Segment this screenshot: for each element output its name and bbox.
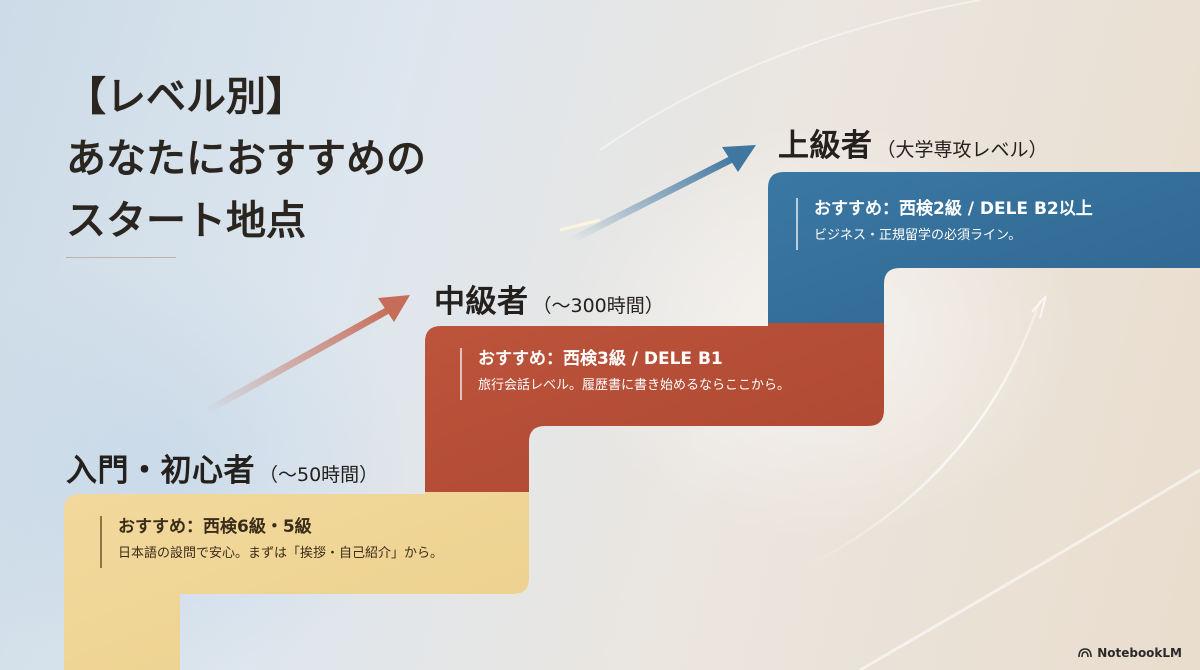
- level-description: 日本語の設問で安心。まずは「挨拶・自己紹介」から。: [118, 546, 444, 561]
- slide-title: 【レベル別】 あなたにおすすめの スタート地点: [66, 66, 426, 252]
- intermediate-card: [425, 323, 884, 492]
- level-name: 中級者: [434, 284, 529, 320]
- intermediate-card-text: おすすめ：西検3級 / DELE B1 旅行会話レベル。履歴書に書き始めるならこ…: [460, 346, 791, 400]
- advanced-card: [768, 172, 1200, 323]
- level-description: 旅行会話レベル。履歴書に書き始めるならここから。: [478, 378, 791, 393]
- progress-arrow: [201, 295, 410, 416]
- title-line: 【レベル別】: [66, 73, 306, 120]
- level-heading-advanced: 上級者（大学専攻レベル）: [778, 120, 1048, 165]
- beginner-card-text: おすすめ：西検6級・5級 日本語の設問で安心。まずは「挨拶・自己紹介」から。: [100, 514, 444, 568]
- recommendation: おすすめ：西検3級 / DELE B1: [478, 349, 723, 369]
- advanced-card-text: おすすめ：西検2級 / DELE B2以上 ビジネス・正規留学の必須ライン。: [796, 196, 1093, 250]
- notebooklm-logo-icon: [1078, 648, 1092, 658]
- level-name: 上級者: [778, 128, 873, 164]
- title-divider: [66, 257, 176, 258]
- title-line: スタート地点: [66, 197, 306, 244]
- recommendation: おすすめ：西検2級 / DELE B2以上: [814, 199, 1093, 219]
- brand-label: NotebookLM: [1097, 646, 1182, 660]
- level-heading-intermediate: 中級者（〜300時間）: [434, 276, 664, 321]
- level-heading-beginner: 入門・初心者（〜50時間）: [66, 445, 378, 490]
- notebooklm-watermark: NotebookLM: [1078, 646, 1182, 660]
- level-subtitle: （〜300時間）: [532, 295, 664, 317]
- title-line: あなたにおすすめの: [66, 135, 426, 182]
- level-description: ビジネス・正規留学の必須ライン。: [814, 228, 1022, 243]
- accent-bar: [460, 348, 462, 400]
- accent-bar: [796, 198, 798, 250]
- level-subtitle: （〜50時間）: [259, 464, 379, 486]
- progress-arrow: [568, 145, 756, 244]
- level-subtitle: （大学専攻レベル）: [876, 139, 1048, 161]
- recommendation: おすすめ：西検6級・5級: [118, 517, 312, 537]
- accent-bar: [100, 516, 102, 568]
- level-name: 入門・初心者: [66, 453, 255, 489]
- beginner-card: [64, 492, 529, 670]
